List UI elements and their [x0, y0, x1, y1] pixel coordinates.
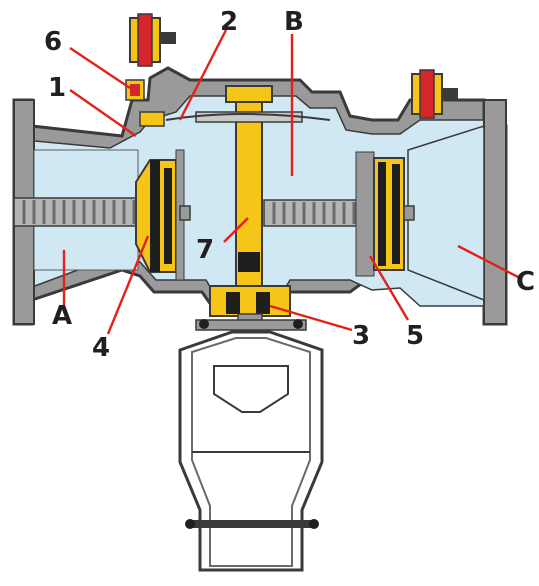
leader-1: [69, 89, 137, 137]
label-1: 1: [48, 73, 66, 103]
outlet-check-valve: [355, 151, 405, 277]
label-A: A: [52, 301, 72, 331]
labels: 6 1 2 B 7 A 4 3 5 C: [44, 7, 535, 363]
leader-6: [69, 47, 131, 89]
label-2: 2: [220, 7, 238, 37]
label-C: C: [516, 267, 535, 297]
test-cock-outlet: [411, 69, 458, 119]
leader-7: [223, 217, 249, 243]
leader-3: [269, 304, 353, 332]
diaphragm: [165, 113, 331, 121]
outlet-chamber: [407, 124, 485, 302]
test-cock-top: [129, 13, 176, 67]
drain-funnel: [178, 319, 324, 572]
leader-5: [368, 255, 410, 321]
test-cock-inlet: [125, 79, 165, 127]
label-6: 6: [44, 27, 62, 57]
label-7: 7: [196, 235, 214, 265]
label-B: B: [284, 7, 304, 37]
inlet-check-valve: [135, 149, 185, 281]
leader-C: [457, 244, 521, 280]
leader-2: [178, 29, 228, 121]
leader-lines: [62, 29, 521, 335]
body-bolts: [179, 205, 415, 221]
leader-4: [106, 235, 150, 335]
label-4: 4: [92, 333, 110, 363]
inlet-spring: [13, 197, 147, 227]
label-3: 3: [352, 321, 370, 351]
label-5: 5: [406, 321, 424, 351]
outlet-flange: [483, 99, 507, 325]
